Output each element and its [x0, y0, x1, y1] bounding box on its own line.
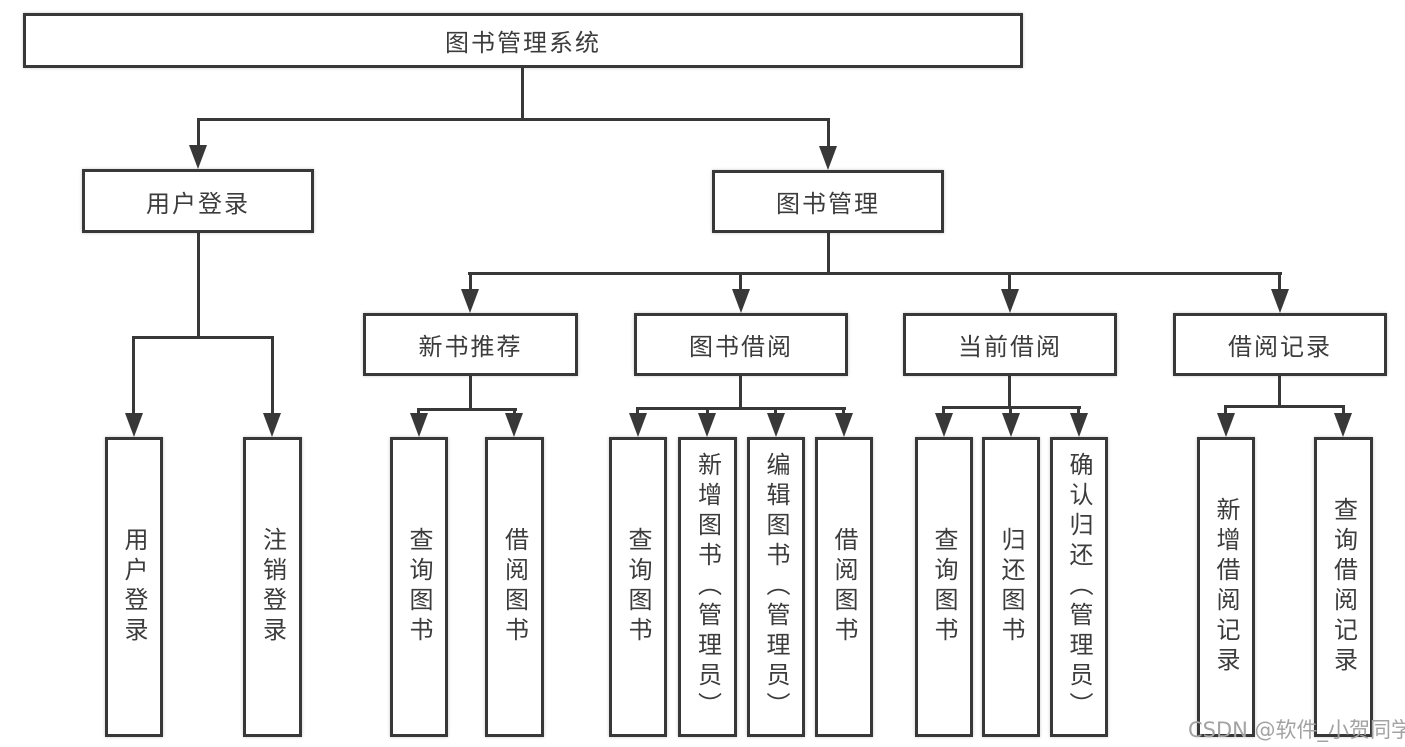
- connector-drop-book-mgmt: [827, 118, 830, 147]
- arrowhead-icon: [461, 289, 479, 313]
- arrowhead-icon: [189, 145, 207, 169]
- connector-book-borrow-stem: [739, 376, 742, 410]
- leaf-add-books-admin: 新增图书（管理员）: [678, 437, 737, 737]
- connector-drop-leaf: [513, 408, 516, 415]
- arrowhead-icon: [1271, 289, 1289, 313]
- connector-drop-group: [739, 272, 742, 290]
- connector-drop-group: [469, 272, 472, 290]
- arrowhead-icon: [505, 413, 523, 437]
- leaf-borrow-books-recommend: 借阅图书: [485, 437, 544, 737]
- arrowhead-icon: [732, 289, 750, 313]
- node-user-login-branch: 用户登录: [82, 169, 314, 233]
- arrowhead-icon: [1002, 413, 1020, 437]
- connector-drop-leaf: [942, 406, 945, 415]
- leaf-user-login: 用户登录: [105, 437, 163, 737]
- connector-new-book-split: [417, 408, 517, 411]
- arrowhead-icon: [835, 413, 853, 437]
- connector-drop-leaf: [774, 407, 777, 415]
- connector-root-stem: [521, 68, 524, 118]
- connector-book-borrow-split: [636, 407, 846, 410]
- connector-drop-leaf: [1077, 406, 1080, 415]
- leaf-borrow-books: 借阅图书: [815, 437, 873, 737]
- arrowhead-icon: [1001, 289, 1019, 313]
- node-book-borrow: 图书借阅: [634, 313, 848, 376]
- node-book-management-branch: 图书管理: [712, 170, 944, 233]
- arrowhead-icon: [1217, 413, 1235, 437]
- connector-records-stem: [1278, 376, 1281, 408]
- connector-user-login-split: [132, 336, 274, 339]
- connector-drop-group: [1278, 272, 1281, 290]
- leaf-query-borrow-record: 查询借阅记录: [1314, 437, 1373, 737]
- connector-user-login-stem: [197, 233, 200, 339]
- arrowhead-icon: [935, 413, 953, 437]
- connector-drop-leaf: [132, 336, 135, 414]
- connector-drop-user-login: [197, 118, 200, 146]
- connector-drop-leaf: [636, 407, 639, 415]
- connector-book-mgmt-stem: [827, 233, 830, 275]
- leaf-query-books-borrow: 查询图书: [609, 437, 667, 737]
- node-root: 图书管理系统: [23, 13, 1023, 68]
- connector-drop-leaf: [706, 407, 709, 415]
- arrowhead-icon: [698, 413, 716, 437]
- connector-root-split: [197, 118, 830, 121]
- node-new-book-recommend: 新书推荐: [363, 313, 578, 376]
- leaf-edit-books-admin: 编辑图书（管理员）: [747, 437, 805, 737]
- connector-drop-leaf: [271, 336, 274, 414]
- arrowhead-icon: [263, 413, 281, 437]
- connector-drop-leaf: [1009, 406, 1012, 415]
- leaf-return-books: 归还图书: [982, 437, 1040, 737]
- arrowhead-icon: [629, 413, 647, 437]
- connector-drop-group: [1008, 272, 1011, 290]
- leaf-add-borrow-record: 新增借阅记录: [1197, 437, 1255, 737]
- connector-records-split: [1224, 405, 1345, 408]
- connector-book-mgmt-split: [468, 272, 1282, 275]
- connector-drop-leaf: [842, 407, 845, 415]
- connector-new-book-stem: [469, 376, 472, 411]
- leaf-logout-login: 注销登录: [243, 437, 302, 737]
- arrowhead-icon: [1334, 413, 1352, 437]
- connector-drop-leaf: [1224, 405, 1227, 415]
- leaf-query-books-recommend: 查询图书: [390, 437, 448, 737]
- arrowhead-icon: [410, 413, 428, 437]
- arrowhead-icon: [819, 146, 837, 170]
- connector-current-borrow-stem: [1008, 376, 1011, 409]
- csdn-watermark: CSDN @软件_小贺同学: [1188, 718, 1405, 742]
- arrowhead-icon: [767, 413, 785, 437]
- arrowhead-icon: [125, 413, 143, 437]
- connector-drop-leaf: [417, 408, 420, 415]
- arrowhead-icon: [1070, 413, 1088, 437]
- connector-drop-leaf: [1342, 405, 1345, 415]
- node-borrow-records: 借阅记录: [1173, 313, 1387, 376]
- leaf-confirm-return-admin: 确认归还（管理员）: [1050, 437, 1108, 737]
- leaf-query-books-current: 查询图书: [915, 437, 973, 737]
- node-current-borrow: 当前借阅: [903, 313, 1117, 376]
